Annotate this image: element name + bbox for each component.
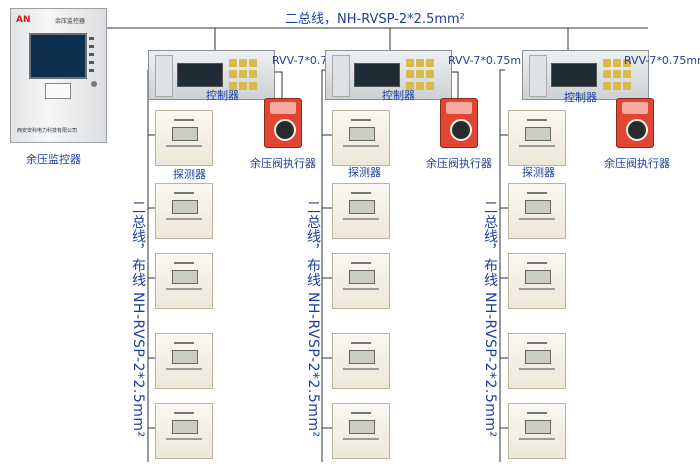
main-bus-label: 二总线，NH-RVSP-2*2.5mm²	[285, 12, 465, 27]
detector-icon	[155, 403, 213, 459]
rvv-label: RVV-7*0.75mm²	[624, 54, 700, 67]
monitor-logo: AN	[16, 15, 31, 25]
detector-icon	[155, 333, 213, 389]
actuator-label: 余压阀执行器	[604, 157, 670, 170]
actuator-icon	[616, 98, 654, 148]
branch-bus-label: 二总线，布线 NH-RVSP-2*2.5mm²	[305, 200, 321, 438]
controller-label: 控制器	[382, 89, 415, 102]
monitor-screen	[29, 33, 87, 79]
actuator-label: 余压阀执行器	[250, 157, 316, 170]
controller-icon	[325, 50, 452, 100]
monitor-buttons	[89, 37, 97, 77]
detector-icon	[155, 110, 213, 166]
detector-icon	[332, 253, 390, 309]
branch-bus-label: 二总线，布线 NH-RVSP-2*2.5mm²	[482, 200, 498, 438]
detector-icon	[332, 183, 390, 239]
controller-label: 控制器	[206, 89, 239, 102]
monitor-screen-title: 余压监控器	[55, 18, 86, 25]
branch-bus-1	[147, 69, 153, 462]
actuator-icon	[264, 98, 302, 148]
rvv-line-1	[274, 71, 283, 98]
monitor-brand: 西安安科电力科技有限公司	[17, 128, 78, 134]
branch-bus-label: 二总线，布线 NH-RVSP-2*2.5mm²	[130, 200, 146, 438]
detector-icon	[332, 110, 390, 166]
detector-icon	[332, 403, 390, 459]
detector-icon	[155, 183, 213, 239]
detector-icon	[508, 403, 566, 459]
detector-icon	[508, 333, 566, 389]
detector-icon	[155, 253, 213, 309]
rvv-line-2	[450, 71, 459, 98]
monitor-printer	[45, 83, 71, 99]
detector-label: 探测器	[173, 168, 206, 181]
actuator-label: 余压阀执行器	[426, 157, 492, 170]
detector-label: 探测器	[348, 166, 381, 179]
controller-icon	[522, 50, 649, 100]
detector-icon	[332, 333, 390, 389]
detector-icon	[508, 253, 566, 309]
rvv-label: RVV-7*0.75mm²	[448, 54, 537, 67]
monitor-label: 余压监控器	[26, 153, 81, 166]
monitor-knob	[91, 81, 97, 87]
detector-icon	[508, 183, 566, 239]
detector-label: 探测器	[522, 166, 555, 179]
detector-icon	[508, 110, 566, 166]
branch-bus-3	[499, 69, 505, 462]
actuator-icon	[440, 98, 478, 148]
controller-icon	[148, 50, 275, 100]
controller-label: 控制器	[564, 91, 597, 104]
monitor-cabinet-icon: AN 余压监控器 西安安科电力科技有限公司	[10, 8, 107, 143]
